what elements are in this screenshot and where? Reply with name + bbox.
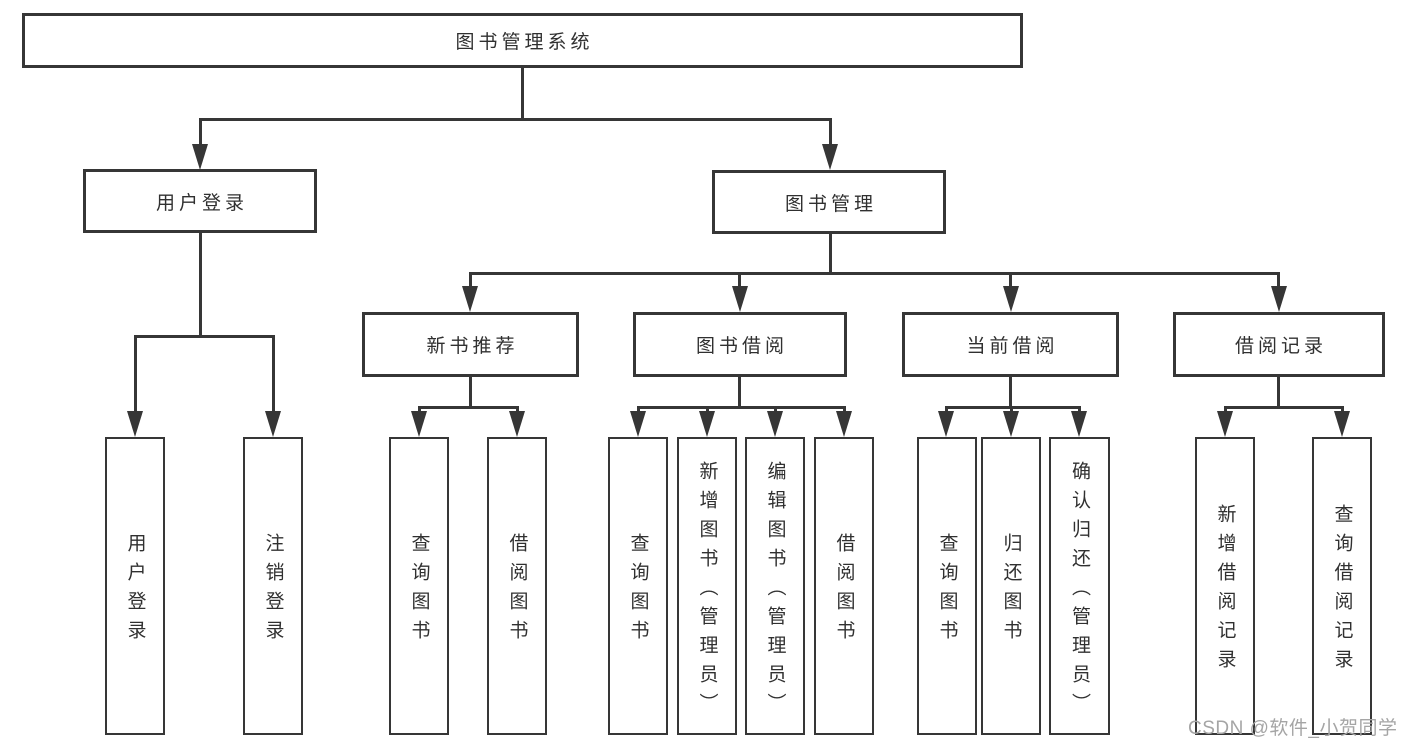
node-user-login: 用户登录 xyxy=(83,169,317,233)
node-borrow-records: 借阅记录 xyxy=(1173,312,1385,377)
connector-line xyxy=(417,405,519,409)
arrow-down-icon xyxy=(1002,286,1019,312)
connector-line xyxy=(1009,271,1012,290)
arrow-down-icon xyxy=(822,144,838,170)
csdn-watermark: CSDN @软件_小贺同学 xyxy=(1188,718,1398,739)
connector-line xyxy=(636,405,640,416)
leaf-query-book-current: 查询图书 xyxy=(917,437,977,735)
arrow-down-icon xyxy=(767,411,783,437)
arrow-down-icon xyxy=(836,411,852,437)
arrow-down-icon xyxy=(1270,286,1287,312)
arrow-down-icon xyxy=(1334,411,1350,437)
connector-line xyxy=(1077,405,1081,416)
connector-line xyxy=(271,334,275,415)
connector-line xyxy=(1223,405,1344,409)
arrow-down-icon xyxy=(1217,411,1233,437)
connector-line xyxy=(1009,405,1013,416)
leaf-add-book-admin: 新增图书（管理员） xyxy=(677,437,737,735)
connector-line xyxy=(198,118,202,148)
connector-line xyxy=(842,405,846,416)
leaf-add-borrow-record: 新增借阅记录 xyxy=(1195,437,1255,735)
leaf-borrow-book-newrec: 借阅图书 xyxy=(487,437,547,735)
connector-line xyxy=(1340,405,1344,416)
arrow-down-icon xyxy=(265,411,281,437)
arrow-down-icon xyxy=(699,411,715,437)
node-book-borrow: 图书借阅 xyxy=(633,312,847,377)
arrow-down-icon xyxy=(1003,411,1019,437)
connector-line xyxy=(944,405,1081,409)
leaf-query-borrow-record: 查询借阅记录 xyxy=(1312,437,1372,735)
connector-line xyxy=(1277,376,1280,408)
connector-line xyxy=(515,405,519,416)
connector-line xyxy=(773,405,777,416)
node-current-borrow: 当前借阅 xyxy=(902,312,1119,377)
connector-line xyxy=(1277,271,1280,290)
arrow-down-icon xyxy=(509,411,525,437)
connector-line xyxy=(944,405,948,416)
connector-line xyxy=(1009,376,1012,408)
arrow-down-icon xyxy=(192,144,208,170)
connector-line xyxy=(417,405,421,416)
connector-line xyxy=(133,334,137,415)
arrow-down-icon xyxy=(630,411,646,437)
arrow-down-icon xyxy=(411,411,427,437)
connector-line xyxy=(469,376,472,408)
connector-line xyxy=(198,232,202,337)
leaf-return-book: 归还图书 xyxy=(981,437,1041,735)
arrow-down-icon xyxy=(731,286,748,312)
arrow-down-icon xyxy=(1071,411,1087,437)
leaf-confirm-return-admin: 确认归还（管理员） xyxy=(1049,437,1110,735)
node-root: 图书管理系统 xyxy=(22,13,1023,68)
connector-line xyxy=(1223,405,1227,416)
leaf-query-book-borrow: 查询图书 xyxy=(608,437,668,735)
node-new-book-recommend: 新书推荐 xyxy=(362,312,579,377)
leaf-borrow-book: 借阅图书 xyxy=(814,437,874,735)
connector-line xyxy=(738,271,741,290)
connector-line xyxy=(828,233,832,274)
arrow-down-icon xyxy=(462,286,478,312)
leaf-logout-login: 注销登录 xyxy=(243,437,303,735)
connector-line xyxy=(469,271,1280,275)
leaf-query-book-newrec: 查询图书 xyxy=(389,437,449,735)
connector-line xyxy=(705,405,709,416)
leaf-user-login: 用户登录 xyxy=(105,437,165,735)
connector-line xyxy=(468,271,472,290)
connector-line xyxy=(738,376,741,408)
connector-line xyxy=(198,118,832,121)
connector-line xyxy=(828,118,832,148)
arrow-down-icon xyxy=(127,411,143,437)
connector-line xyxy=(133,334,275,338)
leaf-edit-book-admin: 编辑图书（管理员） xyxy=(745,437,805,735)
connector-line xyxy=(636,405,846,409)
connector-line xyxy=(520,67,524,120)
arrow-down-icon xyxy=(938,411,954,437)
node-book-management: 图书管理 xyxy=(712,170,946,234)
